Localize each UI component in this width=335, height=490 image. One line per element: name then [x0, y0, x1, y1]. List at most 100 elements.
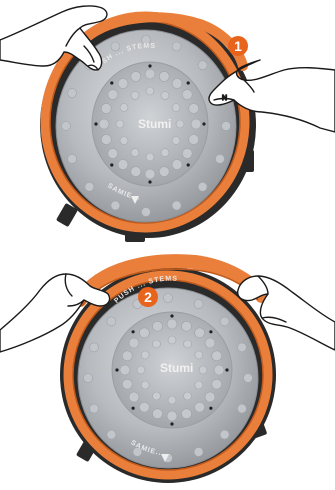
lid-dimple: [120, 365, 130, 375]
lid-dimple: [107, 430, 116, 439]
lid-dimple: [139, 402, 149, 412]
lid-dimple: [107, 317, 116, 326]
lid-dimple: [120, 137, 128, 145]
lid-dimple: [176, 120, 184, 128]
lid-dimple: [131, 91, 139, 99]
lid-dimple: [118, 79, 128, 89]
lid-dimple: [161, 91, 169, 99]
lid-dimple: [146, 153, 154, 161]
lid-dimple: [159, 167, 169, 177]
lid-screw-dot: [132, 330, 135, 333]
step-1-number: 1: [234, 38, 242, 54]
lid-dimple: [172, 160, 182, 170]
lid-dimple: [168, 336, 176, 344]
lid-dimple: [153, 392, 161, 400]
finger-letter: N: [222, 95, 227, 102]
lid-dimple: [184, 340, 192, 348]
lid-dimple: [195, 402, 205, 412]
lid-dimple: [116, 120, 124, 128]
lid-dimple: [101, 135, 111, 145]
lid-dimple: [195, 351, 203, 359]
lid-dimple: [68, 154, 77, 163]
lid-screw-dot: [132, 407, 135, 410]
lid-dimple: [205, 392, 215, 402]
lid-dimple: [212, 351, 222, 361]
lid-dimple: [195, 381, 203, 389]
lid-dimple: [212, 379, 222, 389]
lid-dimple: [195, 328, 205, 338]
lid-dimple: [99, 119, 109, 129]
step-2-illustration: Stumi PUSH ... STEMS SAMIE...: [0, 261, 335, 483]
lid-brand-text: Stumi: [138, 117, 171, 131]
lid-dimple: [90, 404, 99, 413]
step-2-badge: 2: [138, 287, 158, 307]
lid-dimple: [145, 69, 155, 79]
lid-screw-dot: [148, 64, 151, 67]
lid-screw-dot: [115, 368, 118, 371]
lid-dimple: [108, 90, 118, 100]
lid-dimple: [184, 392, 192, 400]
lid-dimple: [168, 396, 176, 404]
lid-screw-dot: [110, 163, 113, 166]
lid-dimple: [120, 104, 128, 112]
lid-dimple: [167, 411, 177, 421]
lid-dimple: [129, 392, 139, 402]
lid-dimple: [237, 343, 246, 352]
lid-screw-dot: [187, 163, 190, 166]
lid-screw-dot: [187, 81, 190, 84]
lid-dimple: [172, 137, 180, 145]
lid-dimple: [118, 160, 128, 170]
lid-dimple: [85, 182, 94, 191]
step-1-badge: 1: [228, 36, 248, 56]
lid-dimple: [205, 338, 215, 348]
lid-screw-dot: [209, 330, 212, 333]
lid-dimple: [244, 374, 253, 383]
lid-screw-dot: [170, 314, 173, 317]
lid-dimple: [131, 149, 139, 157]
lid-screw-dot: [225, 368, 228, 371]
lid-dimple: [131, 167, 141, 177]
lid-dimple: [182, 409, 192, 419]
lid-screw-dot: [110, 81, 113, 84]
lid-dimple: [62, 122, 71, 131]
lid-dimple: [167, 319, 177, 329]
lid-dimple: [172, 104, 180, 112]
lid-dimple: [172, 79, 182, 89]
lid-dimple: [222, 122, 231, 131]
lid-dimple: [194, 300, 203, 309]
lid-dimple: [101, 104, 111, 114]
lid-dimple: [182, 321, 192, 331]
lid-dimple: [189, 104, 199, 114]
lid-dimple: [145, 169, 155, 179]
lid-dimple: [137, 366, 145, 374]
lid-dimple: [146, 87, 154, 95]
lid-dimple: [182, 148, 192, 158]
lid-screw-dot: [170, 422, 173, 425]
lid-dimple: [153, 409, 163, 419]
lid-dimple: [182, 90, 192, 100]
lid-dimple: [159, 71, 169, 81]
lid-dimple: [141, 351, 149, 359]
lid-dimple: [111, 201, 120, 210]
lid-dimple: [220, 430, 229, 439]
lid-dimple: [131, 71, 141, 81]
lid-dimple: [214, 365, 224, 375]
lid-dimple: [215, 154, 224, 163]
lid-dimple: [189, 135, 199, 145]
lid-dimple: [84, 374, 93, 383]
step-1-illustration: Stumi PUSH ... STEMS SAMIE...: [0, 6, 335, 242]
lid-dimple: [141, 381, 149, 389]
lid-screw-dot: [202, 122, 205, 125]
lid-dimple: [139, 328, 149, 338]
lid-dimple: [199, 366, 207, 374]
lid-dimple: [191, 119, 201, 129]
step-2-number: 2: [144, 289, 152, 305]
lid-screw-dot: [94, 122, 97, 125]
lid-brand-text-2: Stumi: [160, 361, 193, 375]
lid-dimple: [90, 343, 99, 352]
lid-dimple: [153, 321, 163, 331]
lid-dimple: [237, 404, 246, 413]
lid-dimple: [108, 148, 118, 158]
lid-dimple: [161, 149, 169, 157]
